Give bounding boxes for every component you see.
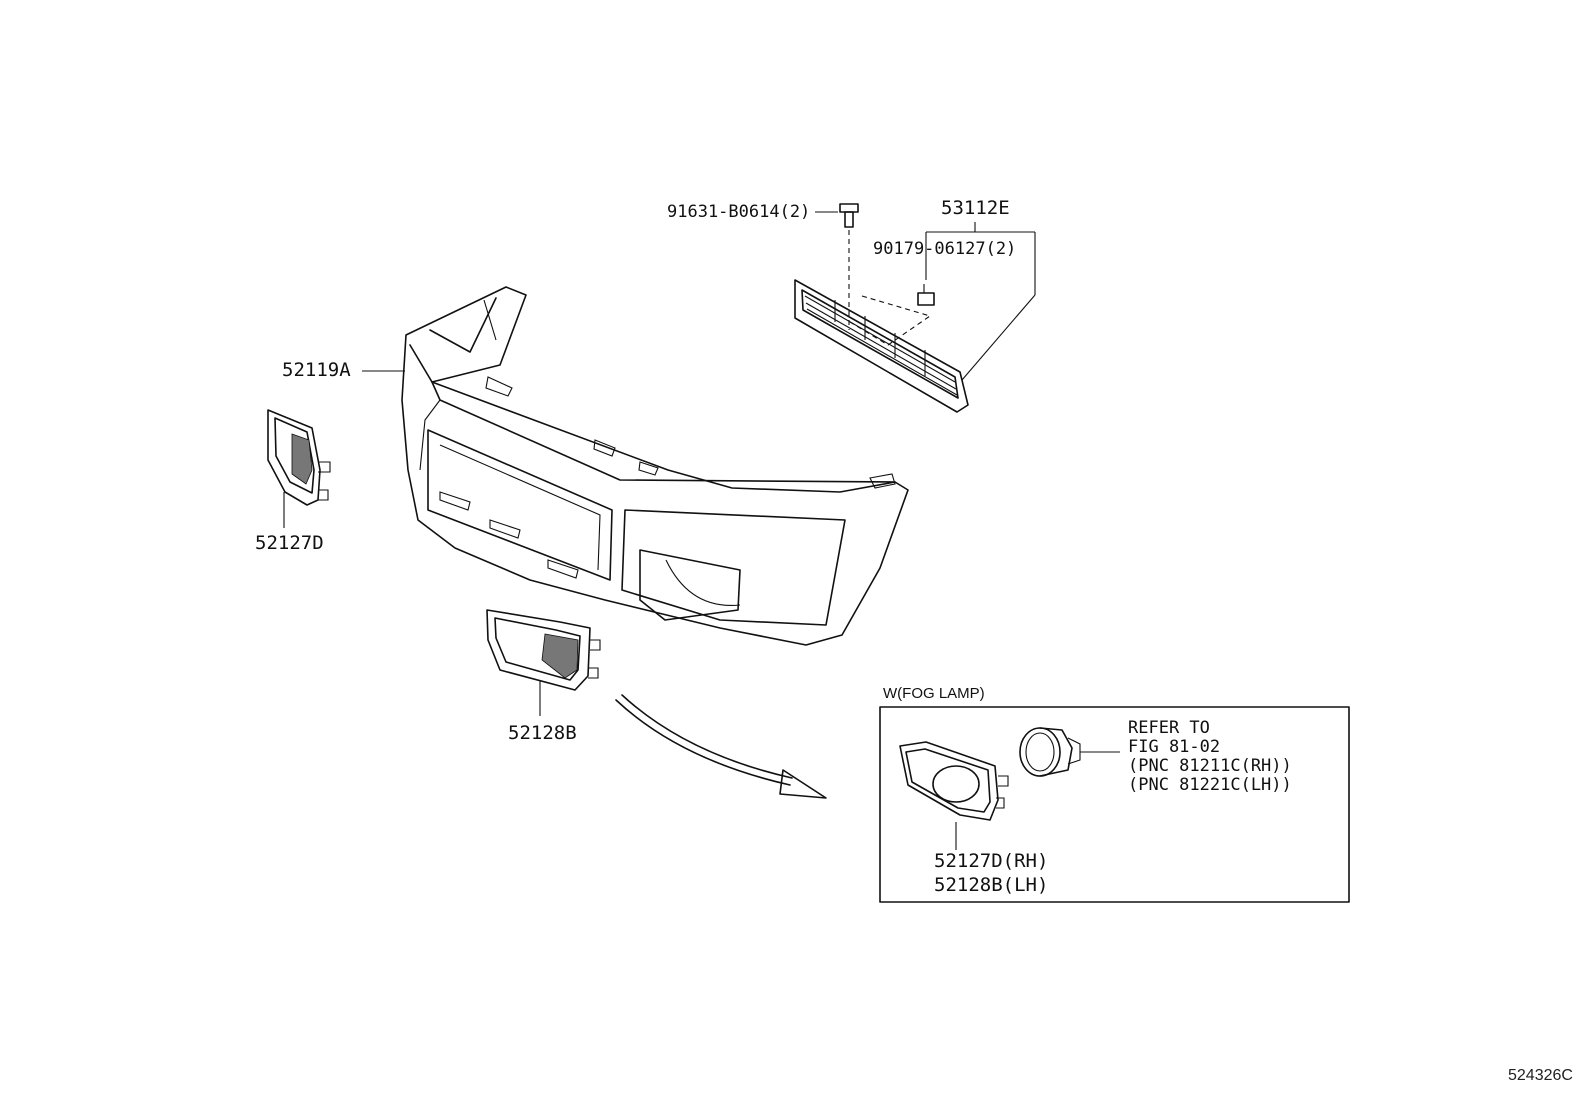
variant-arrow [615,694,827,799]
cover-rh-part-number: 52127D [255,532,324,554]
cover-lh-drawing [486,609,601,716]
clip-drawing [849,284,935,346]
cover-rh-drawing [267,409,331,528]
bolt-drawing [815,203,859,330]
grille-part-number: 53112E [941,197,1010,219]
refer-line-4: (PNC 81221C(LH)) [1128,775,1292,795]
bumper-drawing [362,286,909,646]
clip-part-number: 90179-06127(2) [873,239,1017,259]
bolt-part-number: 91631-B0614(2) [667,202,811,222]
refer-line-3: (PNC 81211C(RH)) [1128,756,1292,776]
bumper-cover-part-number: 52119A [282,359,351,381]
fog-box-title: W(FOG LAMP) [883,685,985,702]
fog-variant-rh-number: 52127D(RH) [934,850,1049,872]
fog-lamp-box [879,706,1350,903]
grille-drawing [794,279,969,413]
grille-callout [925,222,1036,381]
fog-variant-lh-number: 52128B(LH) [934,874,1049,896]
refer-line-2: FIG 81-02 [1128,737,1221,757]
figure-reference: 524326C [1508,1067,1573,1084]
refer-line-1: REFER TO [1128,718,1210,738]
cover-lh-part-number: 52128B [508,722,577,744]
